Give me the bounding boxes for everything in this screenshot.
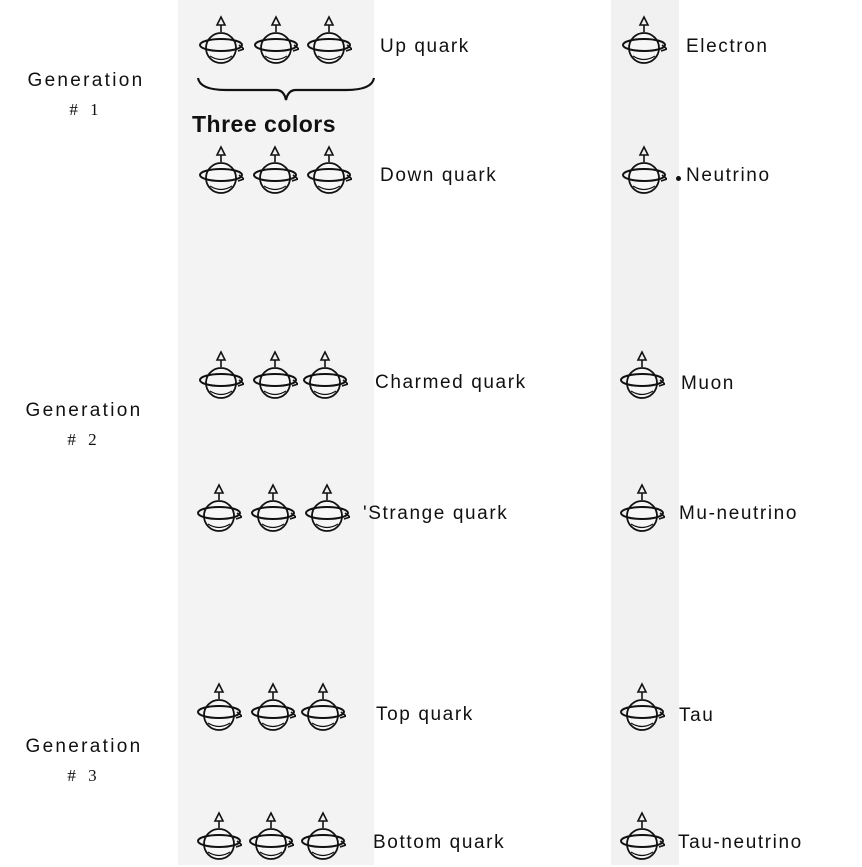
spinning-particle-icon <box>302 350 348 406</box>
top-quark-label: Top quark <box>376 704 474 725</box>
three-colors-label: Three colors <box>192 111 337 137</box>
down-quark-label: Down quark <box>380 165 498 186</box>
bottom-quark-label: Bottom quark <box>373 832 506 853</box>
generation-1-label: Generation # 1 <box>6 70 166 120</box>
generation-2-label: Generation # 2 <box>4 400 164 450</box>
spinning-particle-icon <box>621 15 667 71</box>
spinning-particle-icon <box>248 811 294 867</box>
spinning-particle-icon <box>300 682 346 738</box>
generation-title: Generation <box>25 400 143 421</box>
brace-icon <box>196 77 376 101</box>
spinning-particle-icon <box>198 15 244 71</box>
spinning-particle-icon <box>304 483 350 539</box>
spinning-particle-icon <box>198 145 244 201</box>
spinning-particle-icon <box>306 145 352 201</box>
spinning-particle-icon <box>250 682 296 738</box>
generation-number: # 2 <box>67 430 101 449</box>
generation-3-label: Generation # 3 <box>4 736 164 786</box>
spinning-particle-icon <box>196 811 242 867</box>
spinning-particle-icon <box>306 15 352 71</box>
spinning-particle-icon <box>196 682 242 738</box>
spinning-particle-icon <box>619 483 665 539</box>
electron-label: Electron <box>686 36 769 57</box>
tau-neutrino-label: Tau-neutrino <box>678 832 803 853</box>
spinning-particle-icon <box>252 350 298 406</box>
mu-neutrino-label: Mu-neutrino <box>679 503 798 524</box>
spinning-particle-icon <box>252 145 298 201</box>
generation-number: # 3 <box>67 766 101 785</box>
muon-label: Muon <box>681 373 735 394</box>
spinning-particle-icon <box>619 811 665 867</box>
generation-title: Generation <box>27 70 145 91</box>
spinning-particle-icon <box>250 483 296 539</box>
tau-label: Tau <box>679 705 715 726</box>
generation-number: # 1 <box>69 100 103 119</box>
spinning-particle-icon <box>621 145 667 201</box>
neutrino-marker-dot <box>676 176 681 181</box>
spinning-particle-icon <box>619 350 665 406</box>
spinning-particle-icon <box>198 350 244 406</box>
neutrino-label: Neutrino <box>686 165 771 186</box>
generation-title: Generation <box>25 736 143 757</box>
spinning-particle-icon <box>300 811 346 867</box>
spinning-particle-icon <box>619 682 665 738</box>
up-quark-label: Up quark <box>380 36 470 57</box>
spinning-particle-icon <box>253 15 299 71</box>
strange-quark-label: 'Strange quark <box>363 503 509 524</box>
charmed-quark-label: Charmed quark <box>375 372 527 393</box>
spinning-particle-icon <box>196 483 242 539</box>
